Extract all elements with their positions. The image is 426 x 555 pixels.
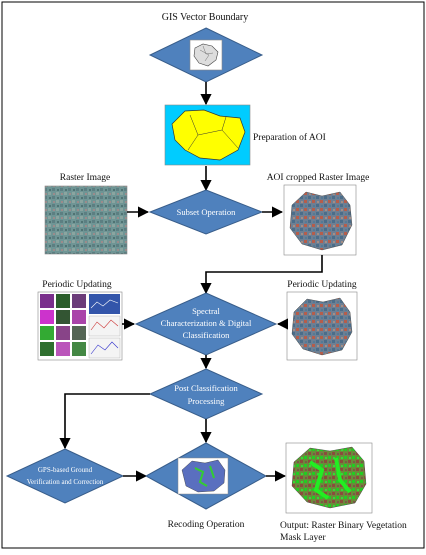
raster-image-icon: [44, 185, 128, 255]
aoi-cropped-label: AOI cropped Raster Image: [267, 173, 370, 183]
vegetation-mask-icon: [285, 442, 373, 514]
subset-diamond: [148, 189, 264, 235]
spectral-label-2: Characterization & Digital: [161, 318, 252, 328]
gps-label-1: GPS-based Ground: [38, 466, 93, 474]
aoi-map-icon: [164, 104, 251, 166]
gis-boundary-label: GIS Vector Boundary: [162, 12, 248, 23]
spectral-label-1: Spectral: [192, 306, 220, 316]
prep-aoi-label: Preparation of AOI: [253, 132, 326, 143]
output-label-1: Output: Raster Binary Vegetation: [280, 521, 407, 531]
gps-label-2: Verification and Correction: [27, 478, 104, 486]
cropped-raster-icon: [283, 184, 357, 256]
periodic-left-label: Periodic Updating: [42, 280, 112, 290]
gps-diamond: [5, 448, 125, 504]
raster-image-label: Raster Image: [60, 173, 110, 183]
post-label-2: Processing: [188, 396, 226, 406]
boundary-map-icon: [189, 39, 223, 71]
periodic-panel-icon: [37, 291, 123, 361]
recoding-label: Recoding Operation: [168, 520, 245, 530]
periodic-right-raster-icon: [286, 291, 358, 361]
periodic-right-label: Periodic Updating: [287, 280, 357, 290]
output-label-2: Mask Layer: [280, 533, 326, 543]
arrow-cropped-to-spectral: [200, 255, 323, 295]
arrow-post-to-gps: [59, 393, 150, 450]
spectral-label-3: Classification: [183, 330, 230, 340]
post-label-1: Post Classification: [174, 383, 238, 393]
recoding-map-icon: [177, 457, 229, 495]
subset-label: Subset Operation: [177, 207, 237, 217]
